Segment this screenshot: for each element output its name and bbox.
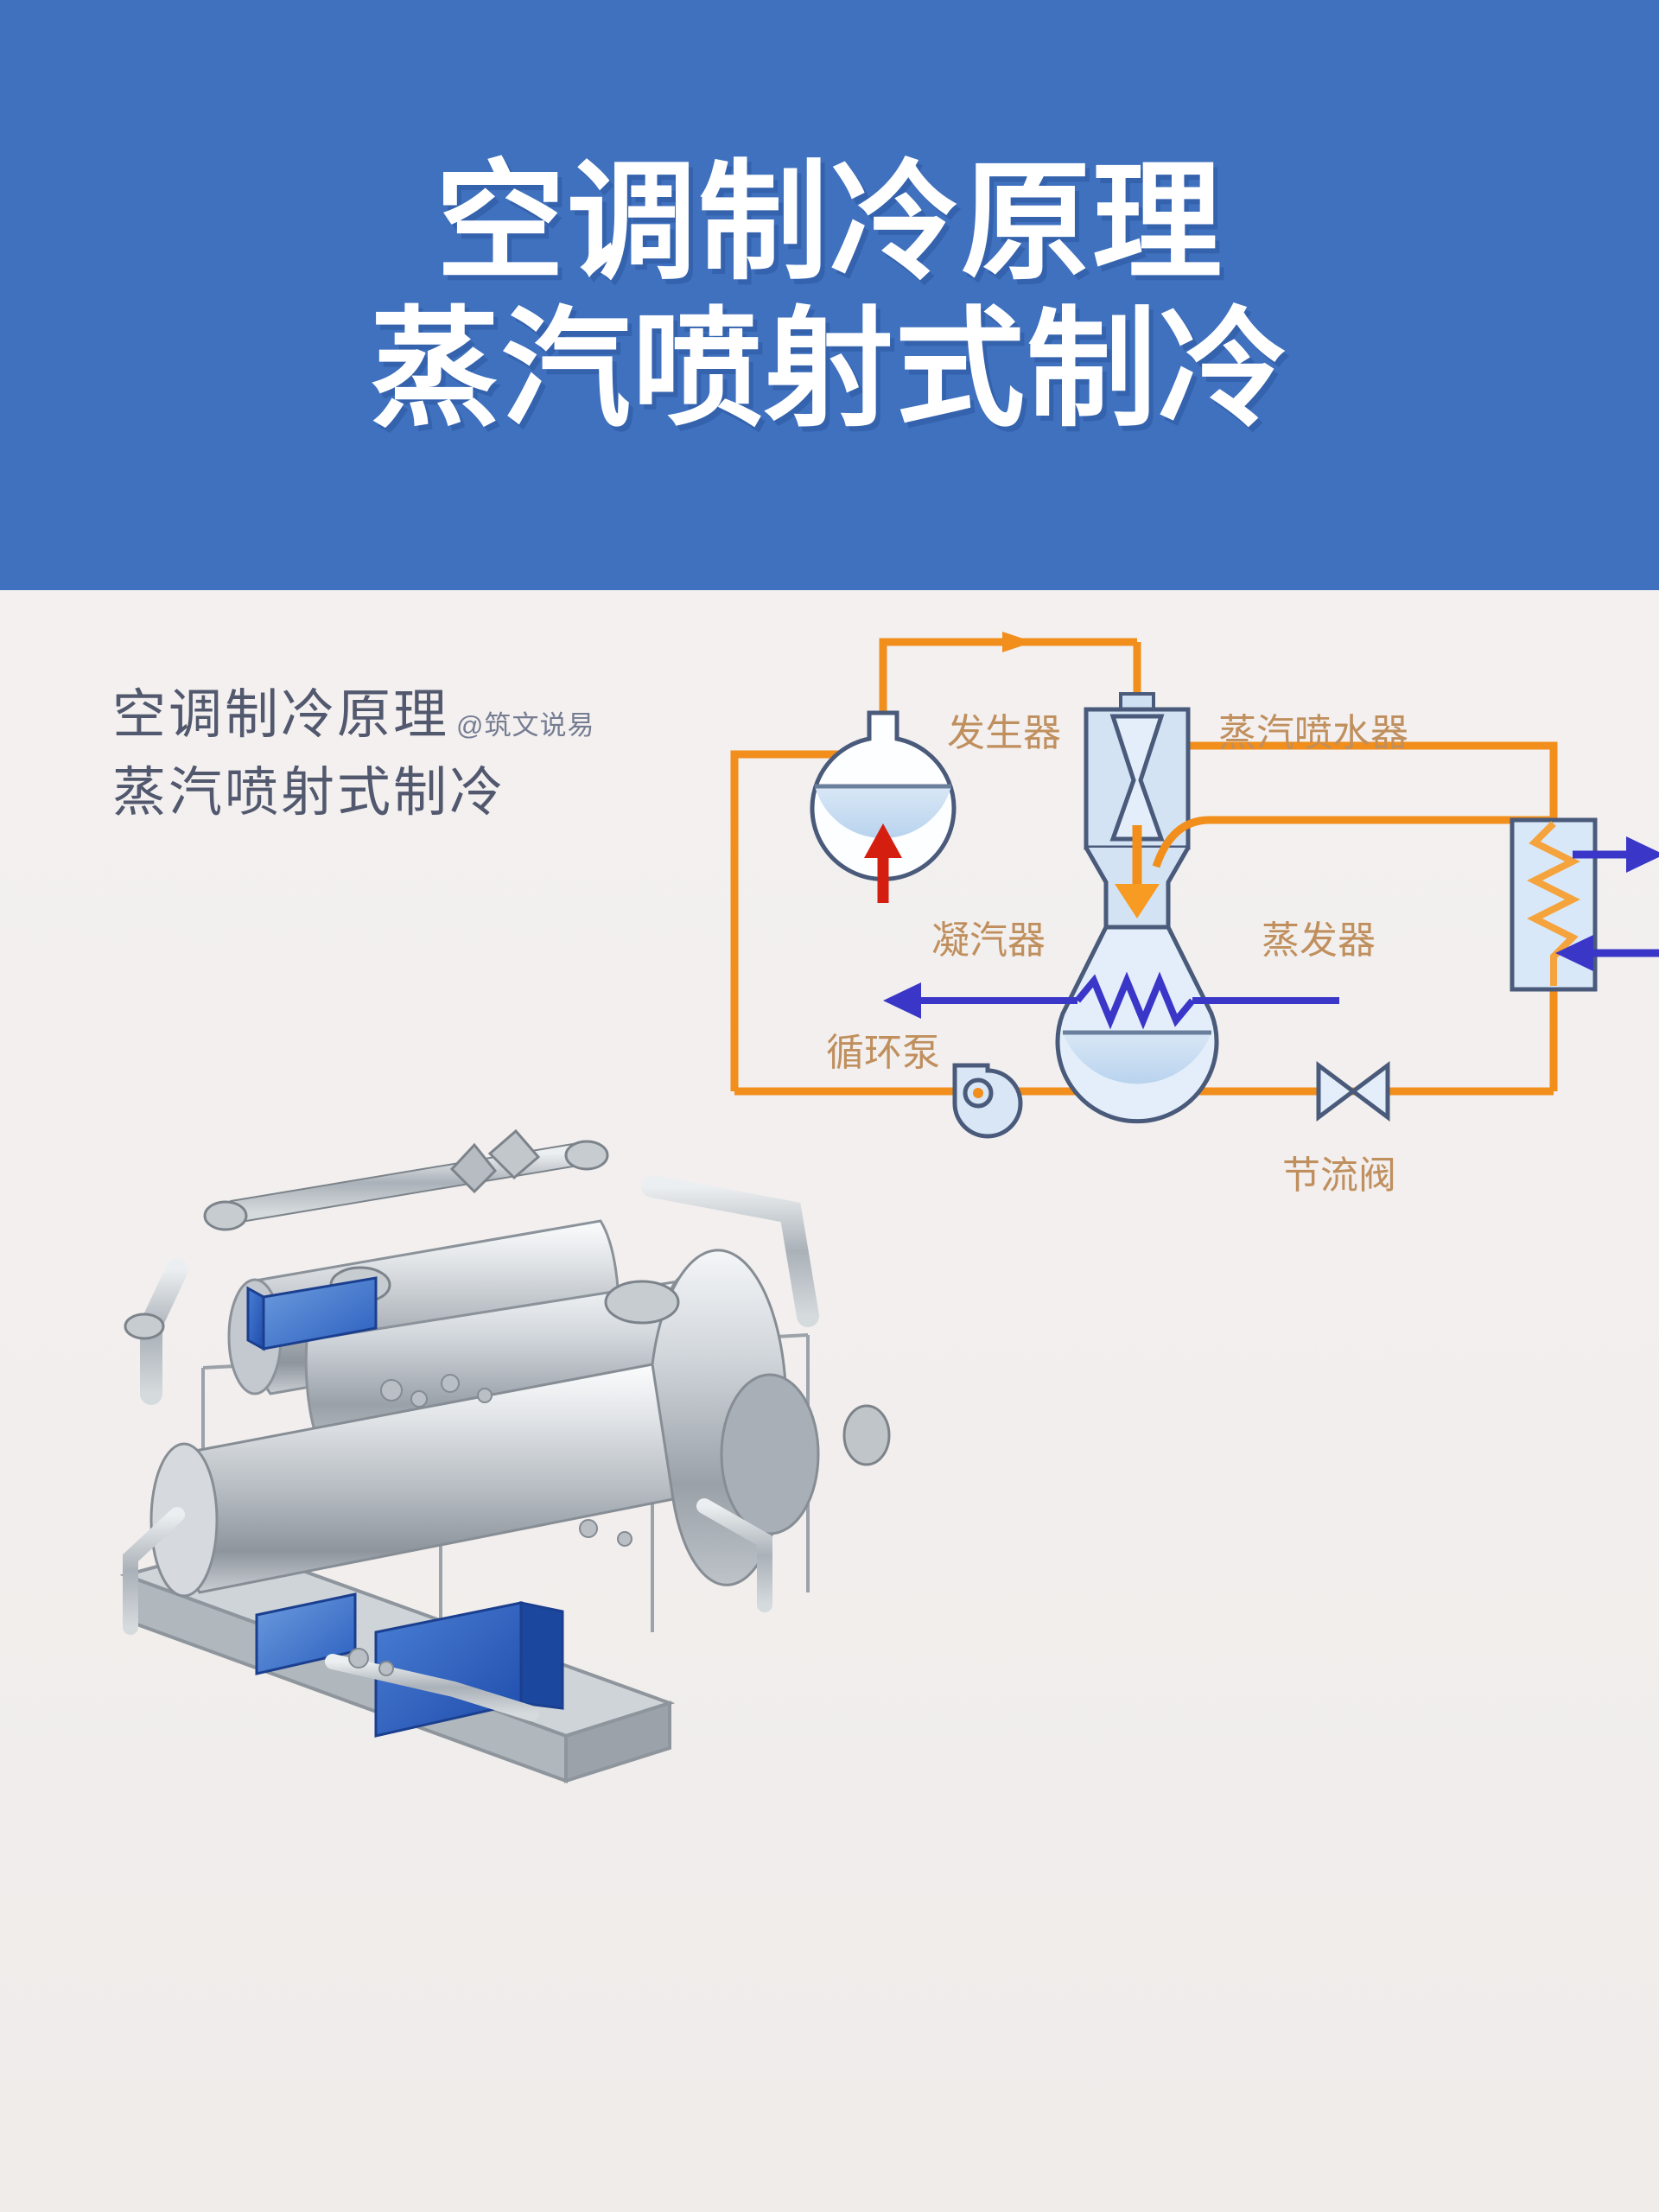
main-evaporator-shell [149,1249,820,1598]
caption-line2: 蒸汽喷射式制冷 [112,762,506,823]
banner-title-line2: 蒸汽喷射式制冷 [369,296,1289,442]
caption-line1: 空调制冷原理 [112,685,450,745]
label-pump: 循环泵 [826,1032,940,1074]
steam-suction-branch [1137,741,1558,820]
watermark-handle: @筑文说易 [456,709,595,741]
label-ejector: 蒸汽喷水器 [1218,712,1408,754]
valve-assemblies [124,1128,891,1466]
content-area: 空调制冷原理 @筑文说易 蒸汽喷射式制冷 [0,590,1659,2212]
condenser-component [1055,925,1219,1124]
banner-title-line1: 空调制冷原理 [435,149,1224,295]
caption-block: 空调制冷原理 @筑文说易 蒸汽喷射式制冷 [112,677,595,832]
refrigeration-cycle-schematic: 发生器 蒸汽喷水器 凝汽器 蒸发器 循环泵 节流阀 [730,632,1659,1197]
caption-row-top: 空调制冷原理 @筑文说易 [112,677,595,754]
chiller-unit-photo [119,1128,891,1783]
pipe-evaporator-suction [1137,746,1554,867]
pipe-pump-to-generator [730,750,883,1091]
label-throttle: 节流阀 [1282,1154,1396,1197]
schematic-labels: 发生器 蒸汽喷水器 凝汽器 蒸发器 循环泵 节流阀 [826,712,1408,1197]
heat-input-arrow [864,823,902,903]
ejector-component [1084,692,1554,930]
throttle-valve-component [1316,1061,1390,1122]
evaporator-component [1510,817,1659,992]
lower-piping [123,1498,772,1721]
small-fittings [348,1374,632,1676]
label-condenser: 凝汽器 [931,919,1046,962]
pump-component [952,1063,1023,1139]
header-banner: 空调制冷原理 蒸汽喷射式制冷 [0,0,1659,590]
label-generator: 发生器 [947,712,1061,754]
pipe-generator-to-ejector-top [879,638,1137,713]
label-evaporator: 蒸发器 [1262,919,1376,962]
cooling-water-out [883,982,1339,1019]
flow-arrow-top [1002,632,1033,652]
